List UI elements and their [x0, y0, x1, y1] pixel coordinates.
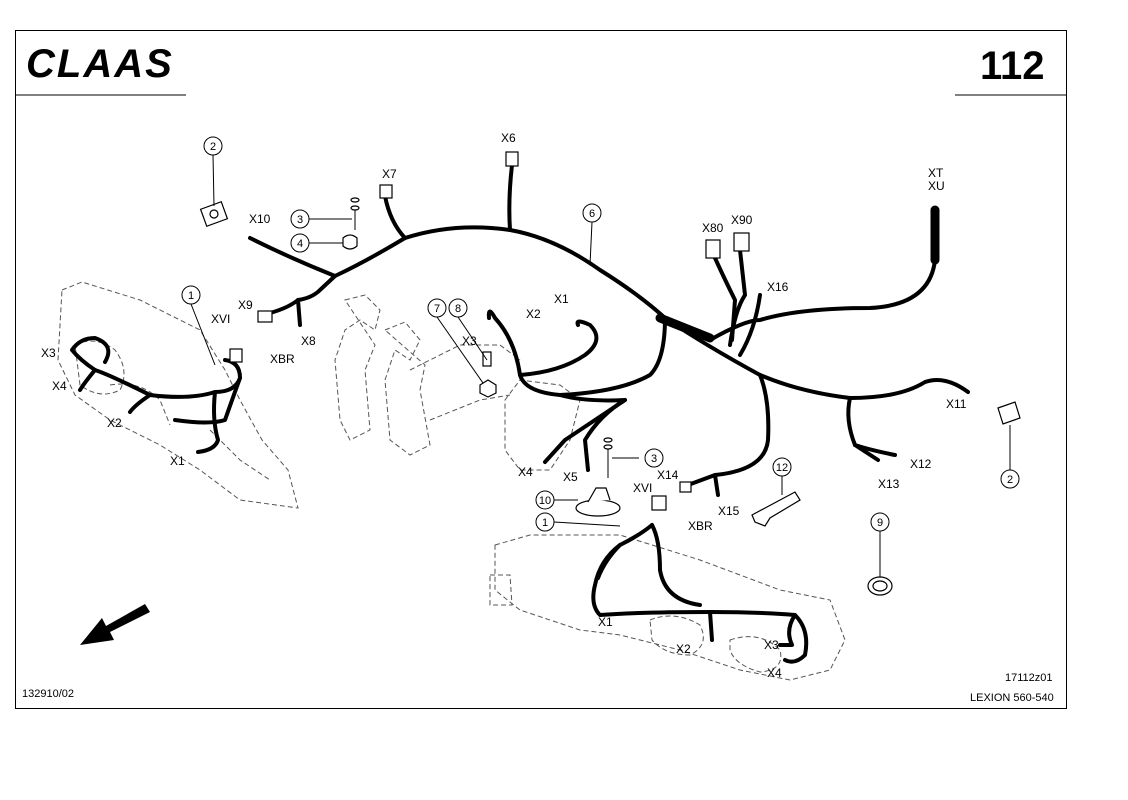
label-x10: X10 [249, 212, 271, 226]
part-2-grommet-right [997, 401, 1021, 425]
part-2-grommet-top [199, 201, 229, 227]
callout-3-top: 3 [297, 214, 303, 226]
label-x3-left: X3 [41, 346, 56, 360]
callout-1-right: 1 [542, 517, 548, 529]
label-x3-right: X3 [764, 638, 779, 652]
label-x2-center: X2 [526, 307, 541, 321]
label-x7: X7 [382, 167, 397, 181]
part-8-switch [482, 351, 492, 367]
part-4-clip-top [342, 234, 358, 250]
callout-circles: 2 3 4 1 7 8 6 3 10 1 12 9 2 [181, 136, 1020, 532]
chassis-outline-right [489, 534, 846, 681]
drawing-ref: 17112z01 [1005, 672, 1053, 684]
callout-6: 6 [589, 208, 595, 220]
left-harness [70, 336, 242, 454]
label-x4-right: X4 [767, 666, 782, 680]
label-x5: X5 [563, 470, 578, 484]
label-xvi-left: XVI [211, 312, 230, 326]
part-7-nut [479, 379, 497, 398]
label-x1-right: X1 [598, 615, 613, 629]
callout-2-top: 2 [210, 141, 216, 153]
doc-code: 132910/02 [22, 688, 74, 700]
label-x1-center: X1 [554, 292, 569, 306]
callout-12: 12 [776, 462, 788, 474]
frame-outline-center [334, 294, 581, 471]
label-x14: X14 [657, 468, 679, 482]
callout-8: 8 [455, 303, 461, 315]
connectors [229, 151, 750, 511]
callout-3-mid: 3 [651, 453, 657, 465]
claas-logo: CLAAS [26, 42, 174, 86]
label-x11: X11 [946, 397, 967, 411]
label-x4-left: X4 [52, 379, 67, 393]
label-xvi-right: XVI [633, 481, 652, 495]
part-3-screw-mid [603, 437, 613, 478]
callout-10: 10 [539, 495, 551, 507]
label-xbr-right: XBR [688, 519, 713, 533]
label-x80: X80 [702, 221, 724, 235]
label-x12: X12 [910, 457, 932, 471]
label-x3-center: X3 [462, 334, 477, 348]
part-12-bracket [751, 491, 801, 527]
label-xu: XU [928, 179, 945, 193]
label-x13: X13 [878, 477, 900, 491]
label-x1-left: X1 [170, 454, 185, 468]
callout-7: 7 [434, 303, 440, 315]
part-9-clamp [867, 576, 893, 596]
label-xbr-left: XBR [270, 352, 295, 366]
main-harness [248, 163, 970, 497]
label-x15: X15 [718, 504, 740, 518]
label-x2-right: X2 [676, 642, 691, 656]
label-x90: X90 [731, 213, 753, 227]
connector-labels: X10 X7 X6 XT XU X80 X90 X16 X9 XVI X8 XB… [41, 131, 967, 680]
label-x6: X6 [501, 131, 516, 145]
label-xt: XT [928, 166, 944, 180]
label-x8: X8 [301, 334, 316, 348]
callout-4: 4 [297, 238, 303, 250]
leader-lines [190, 154, 1011, 577]
direction-arrow-icon [80, 604, 150, 645]
label-x16: X16 [767, 280, 789, 294]
label-x4-mid: X4 [518, 465, 533, 479]
part-3-screw-top [350, 197, 360, 230]
right-harness [591, 523, 809, 664]
label-x9: X9 [238, 298, 253, 312]
page-number: 112 [980, 44, 1045, 88]
model-name: LEXION 560-540 [970, 692, 1054, 704]
callout-2-right: 2 [1007, 474, 1013, 486]
drawing-frame [15, 30, 1067, 709]
chassis-outline-left [57, 281, 299, 509]
label-x2-left: X2 [107, 416, 122, 430]
callout-1-left: 1 [188, 290, 194, 302]
part-10-horn [575, 487, 621, 517]
callout-9: 9 [877, 517, 883, 529]
